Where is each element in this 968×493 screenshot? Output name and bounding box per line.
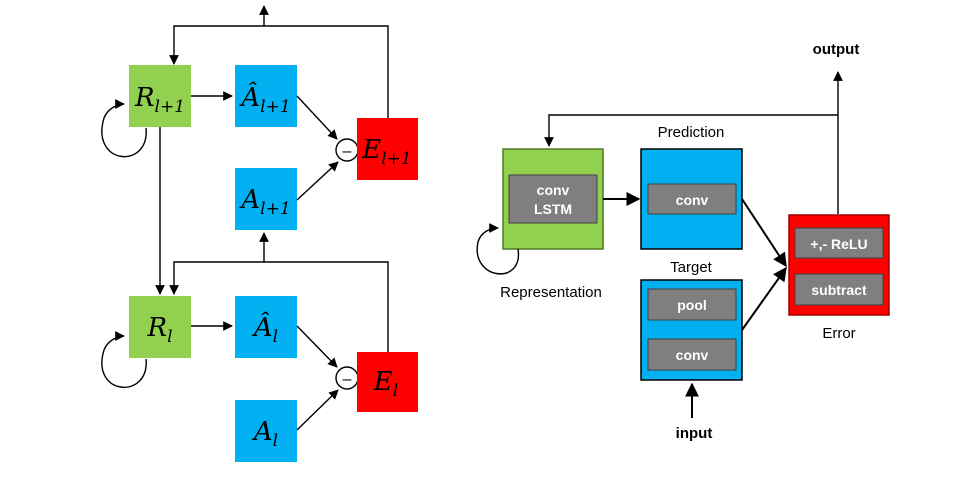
a-lower-to-minus xyxy=(296,389,339,431)
error-subtract-label: subtract xyxy=(811,282,867,298)
e-lower-to-r-lower-feedback xyxy=(169,261,389,352)
error-label: Error xyxy=(822,325,855,342)
r-lower-label: Rl xyxy=(146,313,172,347)
r-lower-box xyxy=(129,296,191,358)
error-relu-label: +,- ReLU xyxy=(810,236,867,252)
prediction-to-error xyxy=(741,198,787,268)
r-upper-box xyxy=(129,65,191,127)
representation-label: Representation xyxy=(500,284,602,301)
ahat-upper-label: Âl+1 xyxy=(239,81,290,117)
e-upper-box xyxy=(357,118,418,180)
prediction-label: Prediction xyxy=(658,124,725,141)
right-diagram: output conv LSTM Representation Predicti… xyxy=(476,41,890,442)
ahat-upper-box xyxy=(235,65,297,127)
target-pool-label: pool xyxy=(677,297,707,313)
target-pool-layer xyxy=(647,288,737,321)
e-upper-to-r-upper-feedback xyxy=(169,25,389,118)
ahat-lower-label: Âl xyxy=(252,311,278,347)
target-label: Target xyxy=(670,259,713,276)
target-conv-layer xyxy=(647,338,737,371)
minus-sign-upper: – xyxy=(343,143,352,160)
prediction-conv-layer xyxy=(647,183,737,215)
left-diagram: Rl+1 Âl+1 Al+1 – El+1 Rl Âl xyxy=(101,5,418,462)
e-upper-label: El+1 xyxy=(361,135,411,169)
a-upper-box xyxy=(235,168,297,230)
ahat-upper-to-minus xyxy=(296,95,338,140)
representation-self-loop xyxy=(476,223,520,275)
error-subtract-layer xyxy=(794,273,884,306)
a-upper-label: Al+1 xyxy=(239,185,290,219)
ahat-lower-box xyxy=(235,296,297,358)
e-lower-box xyxy=(357,352,418,412)
conv-lstm-line1: conv xyxy=(537,182,570,198)
r-upper-self-loop xyxy=(101,99,147,158)
a-lower-box xyxy=(235,400,297,462)
error-feedback-to-representation xyxy=(544,114,838,147)
input-label: input xyxy=(676,425,713,442)
r-lower-self-loop xyxy=(101,331,147,389)
output-label: output xyxy=(813,41,860,58)
minus-sign-lower: – xyxy=(343,371,352,388)
error-relu-layer xyxy=(794,227,884,259)
a-lower-label: Al xyxy=(252,417,278,451)
target-conv-label: conv xyxy=(676,347,709,363)
target-to-error xyxy=(741,266,787,331)
r-upper-label: Rl+1 xyxy=(134,83,185,117)
conv-lstm-line2: LSTM xyxy=(534,201,572,217)
prediction-conv-label: conv xyxy=(676,192,709,208)
conv-lstm-layer xyxy=(508,174,598,224)
e-lower-label: El xyxy=(373,367,398,401)
ahat-lower-to-minus xyxy=(296,325,338,368)
a-upper-to-minus xyxy=(296,161,339,201)
